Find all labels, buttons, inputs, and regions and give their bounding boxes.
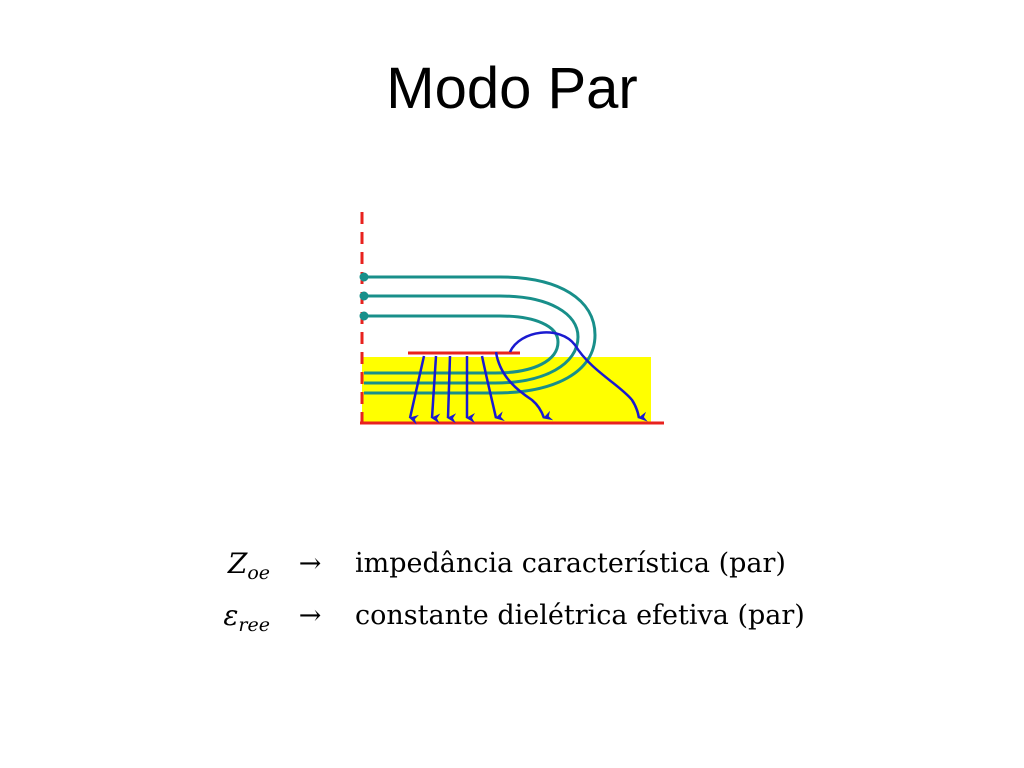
magnetic-field-line-1 — [364, 275, 597, 395]
arrow-icon: → — [298, 548, 322, 579]
electric-field-line-5 — [480, 355, 505, 422]
impedance-symbol: Zoe — [227, 547, 270, 584]
permittivity-description: constante dielétrica efetiva (par) — [355, 600, 805, 631]
electric-field-lines — [408, 331, 648, 425]
magnetic-field-line-2 — [364, 294, 580, 385]
electric-field-line-2 — [430, 355, 441, 424]
magnetic-field-lines — [359, 272, 597, 395]
slide-title: Modo Par — [386, 56, 638, 121]
permittivity-symbol: εree — [223, 599, 270, 636]
electric-field-line-6 — [494, 351, 554, 421]
impedance-description: impedância característica (par) — [355, 548, 786, 579]
magnetic-field-line-3 — [364, 314, 560, 375]
electric-field-line-1 — [408, 355, 426, 425]
arrow-icon: → — [298, 600, 322, 631]
dielectric-substrate — [362, 357, 651, 423]
electric-field-line-3 — [446, 355, 457, 424]
electric-field-line-7 — [508, 331, 648, 422]
